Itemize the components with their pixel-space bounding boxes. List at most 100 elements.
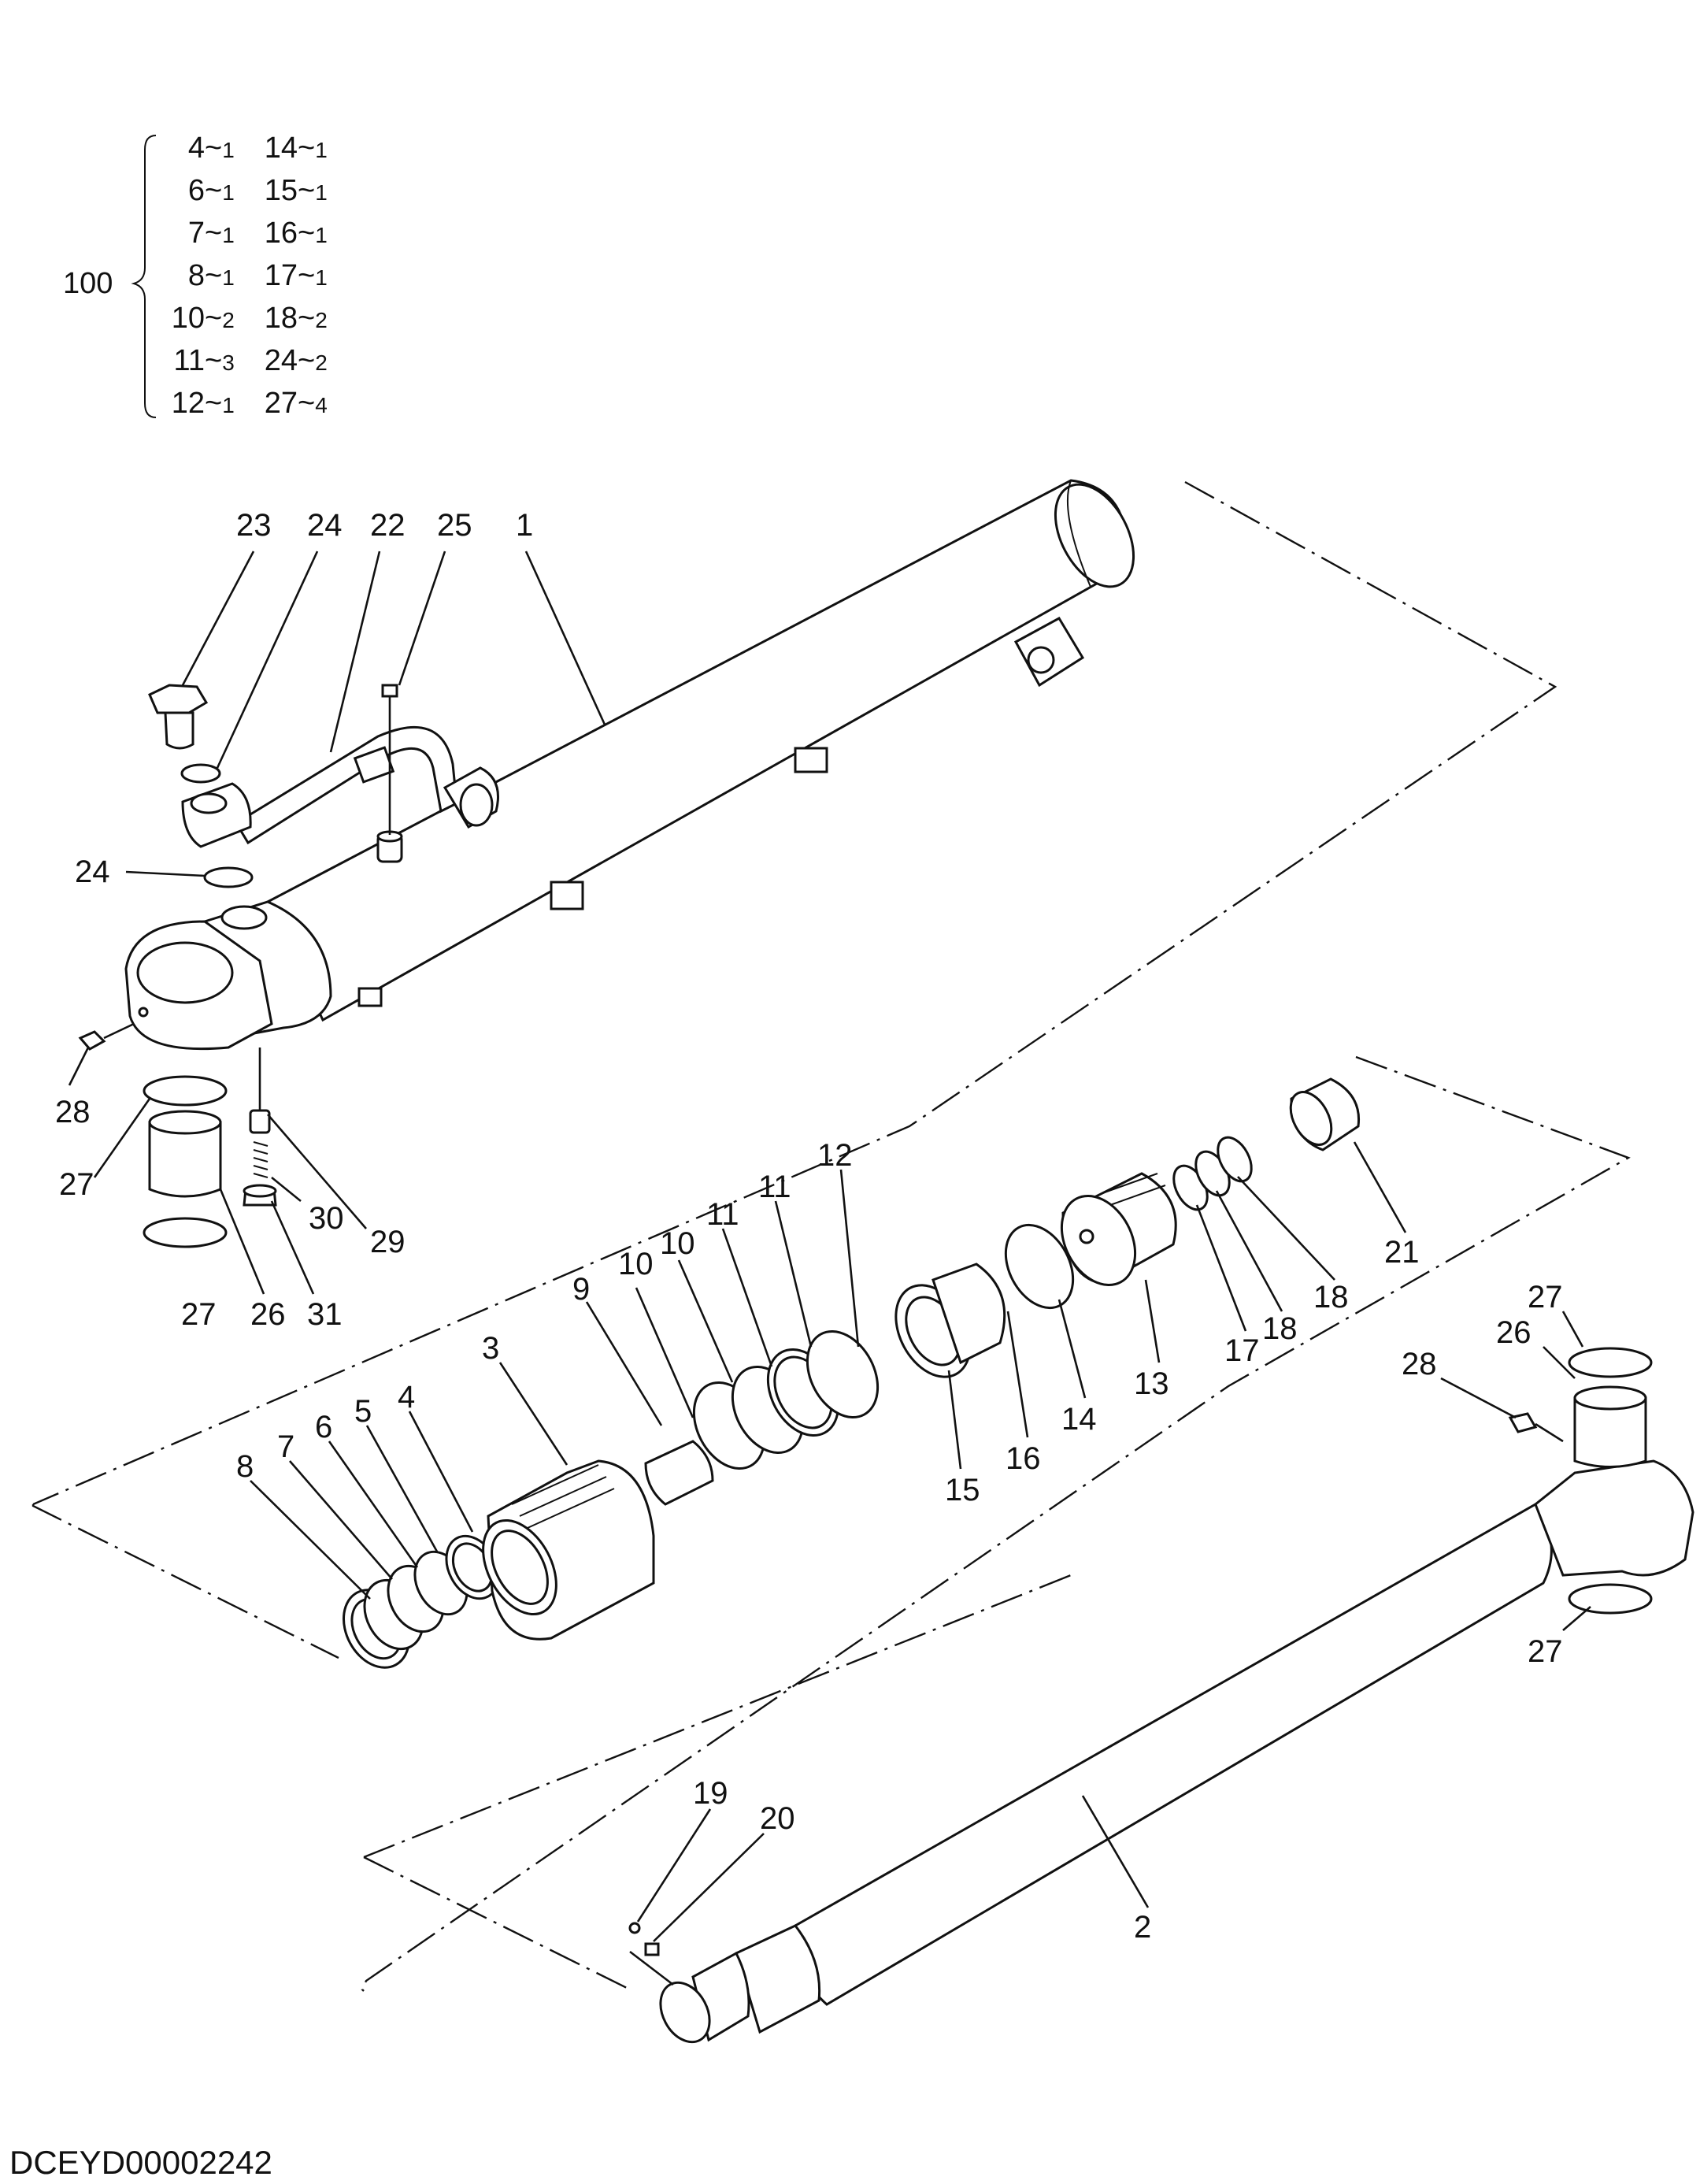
callout-6: 6: [315, 1410, 332, 1444]
callout-26-rod: 26: [1496, 1315, 1531, 1350]
callout-27-lower: 27: [181, 1297, 217, 1332]
kit-quantity: 1: [222, 180, 235, 205]
callout-24: 24: [307, 508, 343, 543]
callout-20: 20: [760, 1801, 795, 1836]
kit-item-right-1: 15~1: [265, 174, 328, 207]
kit-part-number: 6: [188, 174, 205, 207]
kit-part-number: 4: [188, 132, 205, 165]
kit-tilde: ~: [205, 387, 222, 420]
kit-item-left-5: 11~3: [174, 344, 235, 377]
kit-item-right-3: 17~1: [265, 259, 328, 292]
piston-seals-and-rings: [644, 1329, 880, 1506]
kit-quantity: 1: [315, 223, 328, 247]
kit-item-left-2: 7~1: [188, 217, 235, 250]
kit-part-number: 8: [188, 259, 205, 292]
callout-11: 11: [758, 1170, 791, 1204]
kit-tilde: ~: [205, 174, 222, 207]
callout-30: 30: [309, 1201, 344, 1236]
callout-21: 21: [1384, 1235, 1420, 1270]
callout-27: 27: [59, 1167, 94, 1202]
kit-quantity: 1: [222, 393, 235, 417]
callout-24-lower: 24: [75, 855, 110, 889]
piston-assembly-outline: [361, 1055, 1631, 1992]
kit-part-number: 7: [188, 217, 205, 250]
kit-quantity: 1: [222, 265, 235, 290]
kit-item-right-4: 18~2: [265, 302, 328, 335]
kit-tilde: ~: [298, 132, 315, 165]
banjo-bolt: [148, 684, 254, 888]
callout-19: 19: [693, 1776, 728, 1811]
kit-item-right-0: 14~1: [265, 132, 328, 165]
kit-quantity: 1: [315, 138, 328, 162]
kit-tilde: ~: [205, 259, 222, 292]
cylinder-assembly-outline: [32, 480, 1557, 1506]
callout-27-rod-lower: 27: [1528, 1634, 1563, 1669]
kit-quantity: 2: [315, 350, 328, 375]
kit-item-left-4: 10~2: [172, 302, 235, 335]
o-ring-24-lower-shape: [203, 866, 254, 888]
kit-item-left-6: 12~1: [172, 387, 235, 420]
kit-part-number: 14: [265, 132, 298, 165]
callout-17: 17: [1224, 1333, 1260, 1368]
kit-part-number: 12: [172, 387, 205, 420]
piston-rod: [628, 1347, 1694, 2044]
kit-quantity: 3: [222, 350, 235, 375]
callout-13: 13: [1134, 1366, 1169, 1401]
rod-head-seal-rings: [343, 1534, 500, 1669]
leader-lines: [68, 551, 1591, 1942]
kit-item-left-3: 8~1: [188, 259, 235, 292]
kit-tilde: ~: [205, 344, 222, 377]
callout-16: 16: [1006, 1441, 1041, 1476]
callout-15: 15: [945, 1473, 980, 1507]
piston-group: [894, 1077, 1361, 1378]
callout-28-rod: 28: [1402, 1347, 1437, 1381]
callout-1: 1: [516, 508, 533, 543]
callout-10-second: 10: [618, 1247, 654, 1281]
kit-part-number: 17: [265, 259, 298, 292]
callout-31: 31: [307, 1297, 343, 1332]
kit-quantity: 1: [222, 138, 235, 162]
callout-2: 2: [1134, 1910, 1151, 1945]
callout-10: 10: [660, 1226, 695, 1261]
kit-quantity: 1: [315, 180, 328, 205]
kit-tilde: ~: [298, 387, 315, 420]
o-ring-24-upper-shape: [180, 763, 221, 784]
callout-9: 9: [572, 1272, 590, 1307]
kit-part-number: 16: [265, 217, 298, 250]
rod-end-bushing-group: [78, 1022, 277, 1248]
callout-23: 23: [236, 508, 272, 543]
callout-4: 4: [398, 1380, 415, 1415]
callout-26: 26: [250, 1297, 286, 1332]
callout-labels: 23 24 22 25 1 24 28 27 30 29 27 26 31 12…: [55, 508, 1563, 1945]
rod-cover: [482, 1459, 655, 1641]
callout-12: 12: [817, 1138, 853, 1173]
kit-tilde: ~: [205, 132, 222, 165]
kit-items-left: 4~16~17~18~110~211~312~1: [172, 132, 235, 420]
rod-assembly-outline: [31, 1504, 339, 1659]
drawing-code: DCEYD00002242: [9, 2144, 272, 2181]
kit-part-number: 27: [265, 387, 298, 420]
kit-part-number: 15: [265, 174, 298, 207]
callout-11-second: 11: [706, 1197, 739, 1232]
callout-25: 25: [437, 508, 472, 543]
callout-8: 8: [236, 1449, 254, 1484]
kit-part-number: 11: [174, 344, 205, 377]
kit-part-number: 18: [265, 302, 298, 335]
kit-quantity: 2: [315, 308, 328, 332]
clamp-bolt: [376, 684, 403, 863]
cylinder-tube: [124, 479, 1135, 1051]
kit-label: 100: [63, 267, 113, 300]
callout-18: 18: [1262, 1311, 1298, 1346]
kit-tilde: ~: [298, 217, 315, 250]
callout-14: 14: [1061, 1402, 1097, 1437]
kit-tilde: ~: [298, 259, 315, 292]
hydraulic-pipe: [234, 725, 499, 845]
kit-tilde: ~: [205, 302, 222, 335]
kit-item-left-0: 4~1: [188, 132, 235, 165]
callout-28: 28: [55, 1095, 91, 1129]
kit-quantity: 4: [315, 393, 328, 417]
seal-kit-table: 100 4~16~17~18~110~211~312~1 14~115~116~…: [63, 132, 328, 420]
kit-tilde: ~: [298, 344, 315, 377]
kit-item-right-2: 16~1: [265, 217, 328, 250]
